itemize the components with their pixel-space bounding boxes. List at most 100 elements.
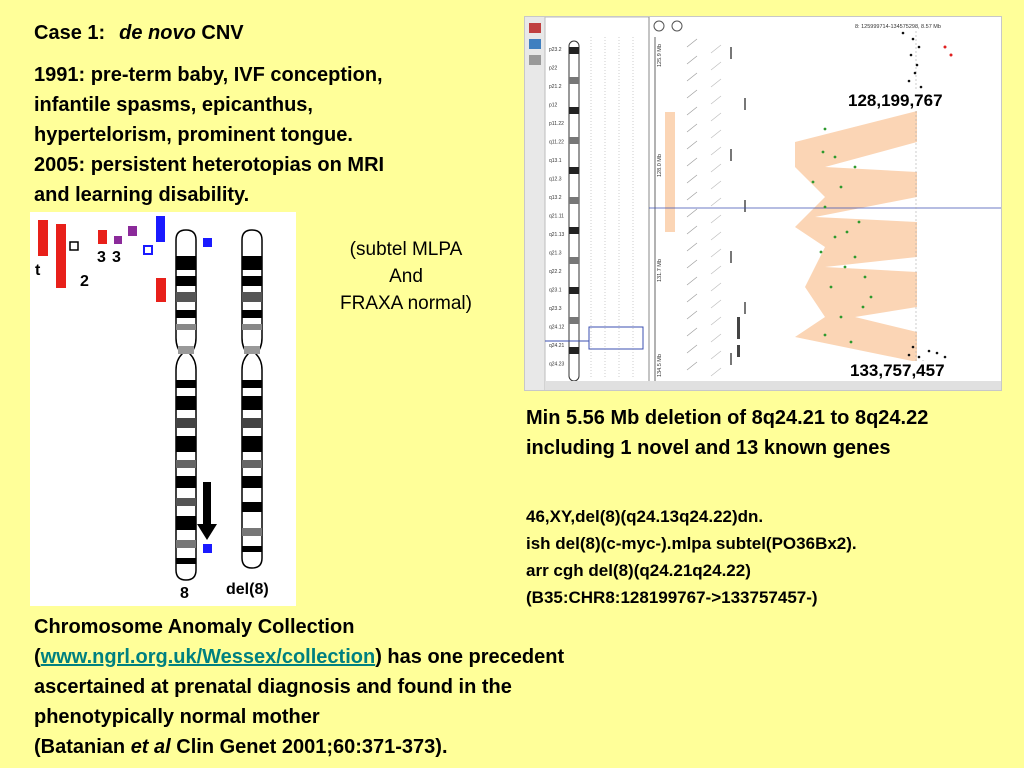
- chromosome-band: [569, 77, 579, 84]
- scrollbar[interactable]: [545, 381, 1001, 390]
- deletion-region: [795, 111, 917, 362]
- scale-label: 134.5 Mb: [657, 354, 663, 377]
- gene-label-mark: [710, 44, 722, 54]
- gene-label-mark: [686, 259, 698, 269]
- band-label: p11.22: [549, 121, 564, 127]
- tests-line: And: [389, 266, 423, 287]
- band-label: q11.22: [549, 140, 564, 146]
- bar-label: 2: [80, 273, 89, 290]
- data-point: [839, 185, 843, 189]
- gene-label-mark: [686, 327, 698, 337]
- data-point: [833, 235, 837, 239]
- gene-label-mark: [686, 191, 698, 201]
- gene-label-mark: [710, 180, 722, 190]
- gene-label-mark: [710, 367, 722, 377]
- cnv-bar-purple: [128, 226, 137, 236]
- gene-label-mark: [710, 112, 722, 122]
- gene-label-mark: [710, 350, 722, 360]
- tests-line: FRAXA normal): [340, 293, 472, 314]
- collection-link[interactable]: www.ngrl.org.uk/Wessex/collection: [40, 646, 376, 668]
- band-label: q21.3: [549, 251, 562, 257]
- gene-label-mark: [686, 174, 698, 184]
- gene-label-mark: [710, 78, 722, 88]
- chromosome-del8: [241, 229, 263, 569]
- chromosome-8: [175, 229, 197, 581]
- gene-label-mark: [710, 163, 722, 173]
- collection-line: (www.ngrl.org.uk/Wessex/collection) has …: [34, 642, 734, 672]
- data-point: [909, 53, 913, 57]
- deletion-strip: [665, 112, 675, 232]
- data-point: [949, 53, 953, 57]
- toolbar-icon[interactable]: [529, 39, 541, 49]
- gene-label-mark: [686, 72, 698, 82]
- band-label: q23.1: [549, 288, 562, 294]
- gene-label-mark: [710, 316, 722, 326]
- band-label: p23.2: [549, 47, 562, 53]
- ref-italic: et al: [130, 736, 171, 758]
- data-point: [823, 333, 827, 337]
- history-line: infantile spasms, epicanthus,: [34, 94, 313, 116]
- history-line: hypertelorism, prominent tongue.: [34, 124, 353, 146]
- band-label: q24.23: [549, 362, 565, 368]
- collection-line: phenotypically normal mother: [34, 706, 320, 728]
- history-line: 1991: pre-term baby, IVF conception,: [34, 64, 383, 86]
- data-point: [927, 349, 931, 353]
- gene-label-mark: [710, 333, 722, 343]
- chromosome-view: [544, 16, 650, 391]
- history-line: 2005: persistent heterotopias on MRI: [34, 154, 385, 176]
- marker-blue: [203, 238, 212, 247]
- data-point: [917, 355, 921, 359]
- data-point: [911, 37, 915, 41]
- band-label: q24.12: [549, 325, 565, 331]
- cnv-bar-red: [98, 230, 107, 244]
- data-point: [819, 250, 823, 254]
- gene-label-mark: [710, 231, 722, 241]
- chromosome-band: [569, 197, 579, 204]
- toolbar-icon[interactable]: [529, 23, 541, 33]
- data-point: [913, 71, 917, 75]
- gene-label-mark: [710, 129, 722, 139]
- range-header: 8: 125999714-134575298, 8.57 Mb: [855, 24, 941, 30]
- data-point: [829, 285, 833, 289]
- data-point: [943, 355, 947, 359]
- gene-label-mark: [686, 157, 698, 167]
- gene-marker: [744, 200, 746, 212]
- clinical-history: 1991: pre-term baby, IVF conception, inf…: [34, 60, 494, 210]
- cnv-bar-red: [56, 224, 66, 288]
- ref-prefix: (Batanian: [34, 736, 131, 758]
- chromosome-band: [569, 137, 579, 144]
- data-point: [869, 295, 873, 299]
- reference-line: (Batanian et al Clin Genet 2001;60:371-3…: [34, 732, 734, 762]
- band-label: q12.3: [549, 177, 562, 183]
- zoom-in-icon[interactable]: [653, 20, 665, 32]
- cnv-bar-red: [38, 220, 48, 256]
- zoom-out-icon[interactable]: [671, 20, 683, 32]
- chromosome-band: [569, 317, 579, 324]
- data-point: [935, 351, 939, 355]
- gene-label-mark: [686, 242, 698, 252]
- chromosome-band: [569, 287, 579, 294]
- band-label: q22.2: [549, 269, 562, 275]
- band-label: p21.2: [549, 84, 562, 90]
- gene-marker: [730, 353, 732, 365]
- gene-label-mark: [686, 38, 698, 48]
- data-point: [849, 340, 853, 344]
- collection-line: ascertained at prenatal diagnosis and fo…: [34, 676, 512, 698]
- data-point: [915, 63, 919, 67]
- data-point: [943, 45, 947, 49]
- idiogram-figure: t 2 3 3: [35, 216, 269, 602]
- data-point: [839, 315, 843, 319]
- gene-label-mark: [710, 197, 722, 207]
- gene-label-mark: [686, 140, 698, 150]
- chromosome-band: [569, 47, 579, 54]
- coordinate-end: 133,757,457: [848, 361, 947, 381]
- bar-label: t: [35, 262, 41, 279]
- karyotype-notation: 46,XY,del(8)(q24.13q24.22)dn. ish del(8)…: [526, 503, 1006, 611]
- band-label: q13.2: [549, 195, 562, 201]
- band-label: q24.21: [549, 343, 565, 349]
- array-cgh-plot: p23.2p22p21.2p12p11.22q11.22q13.1q12.3q1…: [525, 16, 1001, 391]
- data-point: [833, 155, 837, 159]
- band-label: p22: [549, 66, 558, 72]
- cnv-bar-blue: [156, 216, 165, 242]
- toolbar-icon[interactable]: [529, 55, 541, 65]
